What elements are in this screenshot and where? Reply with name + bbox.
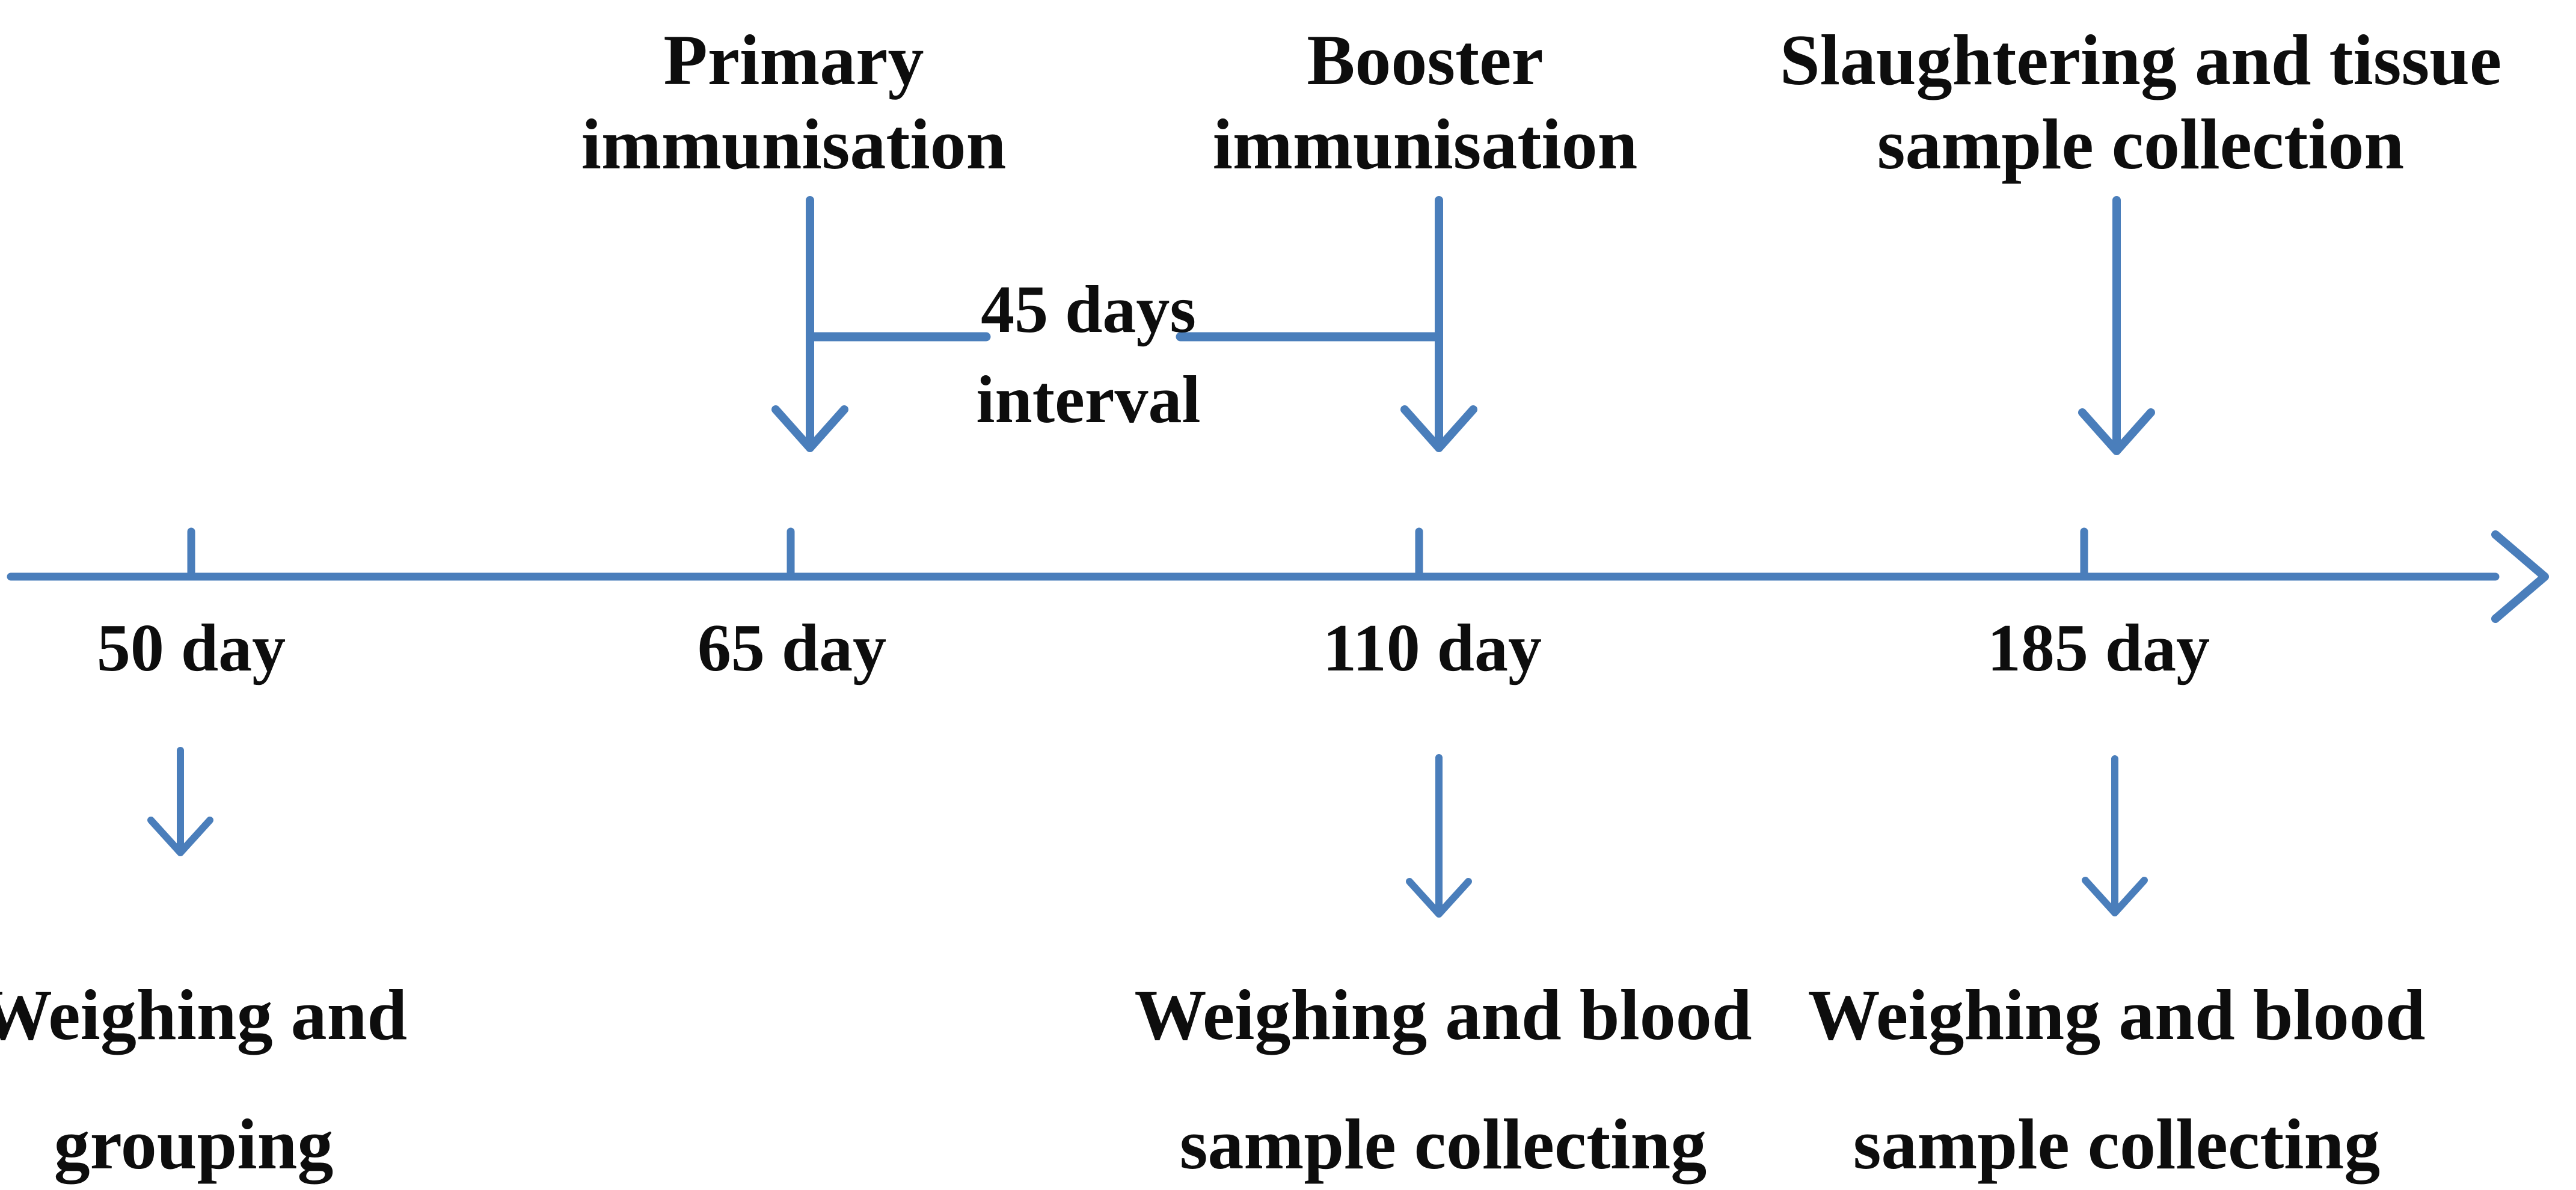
tick-label-50-day: 50 day xyxy=(96,611,286,685)
booster-immunisation-label-line1: Booster xyxy=(1307,20,1544,100)
interval-label: 45 days interval xyxy=(976,265,1200,445)
slaughtering-label-line1: Slaughtering and tissue xyxy=(1779,20,2502,100)
weighing-grouping-label-line2: grouping xyxy=(54,1104,334,1184)
booster-immunisation-label: Booster immunisation xyxy=(1213,18,1638,186)
interval-label-line2: interval xyxy=(976,363,1201,437)
weighing-blood-185-down-arrow-icon xyxy=(2082,755,2148,916)
weighing-blood-110-down-arrow-icon xyxy=(1406,754,1472,918)
booster-immunisation-label-line2: immunisation xyxy=(1212,104,1638,184)
weighing-blood-110-label-line1: Weighing and blood xyxy=(1134,975,1752,1055)
slaughtering-down-arrow-icon xyxy=(2078,196,2155,455)
slaughtering-label: Slaughtering and tissue sample collectio… xyxy=(1780,18,2501,186)
tick-label-185-day: 185 day xyxy=(1987,611,2210,685)
booster-immunisation-down-arrow-icon xyxy=(1400,196,1477,452)
weighing-grouping-down-arrow-icon xyxy=(147,747,213,856)
slaughtering-label-line2: sample collection xyxy=(1877,104,2405,184)
weighing-blood-110-label: Weighing and blood sample collecting xyxy=(1134,950,1752,1190)
tick-label-110-day: 110 day xyxy=(1322,611,1542,685)
weighing-grouping-label: Weighing and grouping xyxy=(0,950,407,1190)
primary-immunisation-down-arrow-icon xyxy=(771,196,848,452)
primary-immunisation-label-line2: immunisation xyxy=(581,104,1007,184)
primary-immunisation-label-line1: Primary xyxy=(663,20,924,100)
tick-label-65-day: 65 day xyxy=(697,611,887,685)
weighing-grouping-label-line1: Weighing and xyxy=(0,975,408,1055)
weighing-blood-110-label-line2: sample collecting xyxy=(1179,1104,1707,1184)
primary-immunisation-label: Primary immunisation xyxy=(581,18,1007,186)
weighing-blood-185-label: Weighing and blood sample collecting xyxy=(1808,950,2425,1190)
interval-label-line1: 45 days xyxy=(981,272,1196,347)
weighing-blood-185-label-line2: sample collecting xyxy=(1853,1104,2381,1184)
timeline-right-arrowhead-icon xyxy=(2491,530,2549,623)
weighing-blood-185-label-line1: Weighing and blood xyxy=(1808,975,2426,1055)
